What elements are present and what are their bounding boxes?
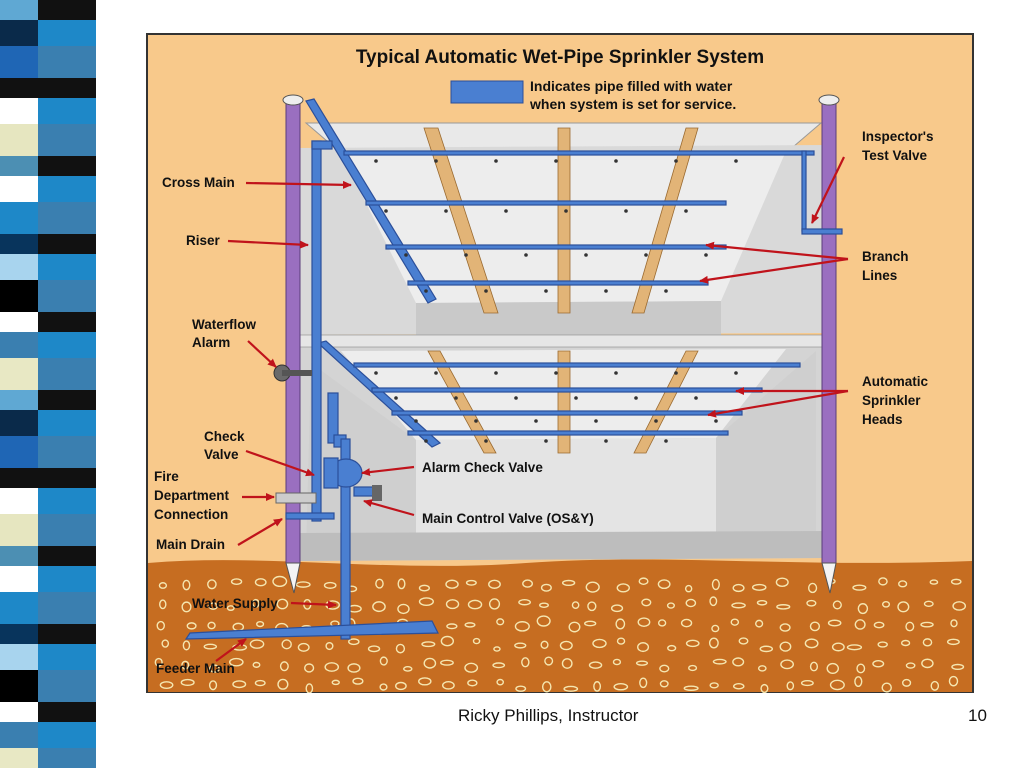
legend-line-2: when system is set for service. [529, 96, 736, 112]
label-fire-dept-1: Fire [154, 469, 179, 484]
water-pipes [184, 98, 843, 640]
roof-beams [423, 127, 699, 454]
label-check-valve-1: Check [204, 429, 245, 444]
label-waterflow-alarm-1: Waterflow [192, 317, 256, 332]
sprinkler-heads [374, 159, 738, 443]
sprinkler-system-diagram: Typical Automatic Wet-Pipe Sprinkler Sys… [146, 33, 974, 693]
label-inspectors-test-2: Test Valve [862, 148, 928, 163]
label-fire-dept-3: Connection [154, 507, 228, 522]
label-sprinkler-heads-3: Heads [862, 412, 903, 427]
label-waterflow-alarm-2: Alarm [192, 335, 230, 350]
label-branch-lines-2: Lines [862, 268, 897, 283]
right-column [821, 100, 837, 564]
label-alarm-check-valve: Alarm Check Valve [422, 460, 543, 475]
callout-arrows [215, 156, 849, 662]
label-main-drain: Main Drain [156, 537, 225, 552]
decorative-stripe [0, 0, 118, 768]
legend-swatch [450, 80, 524, 104]
label-branch-lines-1: Branch [862, 249, 909, 264]
legend-line-1: Indicates pipe filled with water [530, 78, 733, 94]
diagram-title: Typical Automatic Wet-Pipe Sprinkler Sys… [356, 47, 764, 68]
label-cross-main: Cross Main [162, 175, 235, 190]
label-water-supply: Water Supply [192, 596, 278, 611]
page-number: 10 [968, 706, 987, 725]
fire-department-connection-pipe [275, 492, 317, 504]
label-inspectors-test-1: Inspector's [862, 129, 933, 144]
label-main-control-valve: Main Control Valve (OS&Y) [422, 511, 594, 526]
label-fire-dept-2: Department [154, 488, 230, 503]
footer-author: Ricky Phillips, Instructor [458, 706, 639, 725]
label-riser: Riser [186, 233, 221, 248]
soil-pebbles [154, 575, 967, 693]
label-sprinkler-heads-2: Sprinkler [862, 393, 921, 408]
label-check-valve-2: Valve [204, 447, 239, 462]
label-sprinkler-heads-1: Automatic [862, 374, 928, 389]
soil [148, 559, 972, 692]
label-feeder-main: Feeder Main [156, 661, 235, 676]
